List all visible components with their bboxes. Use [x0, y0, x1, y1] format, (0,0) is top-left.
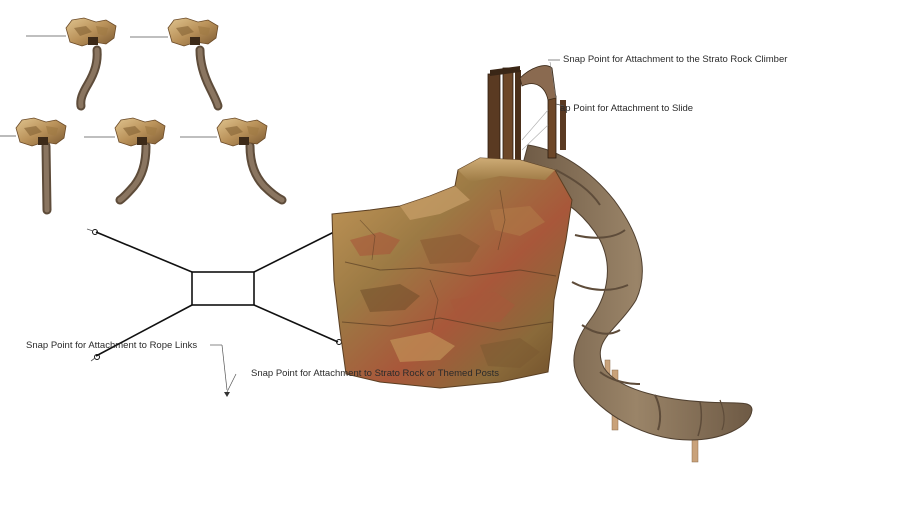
annotation-rope-links: Snap Point for Attachment to Rope Links [26, 340, 198, 351]
rock-slide-variant-1 [26, 17, 117, 111]
rock-slide-variant-5 [180, 117, 287, 205]
tower-frame [487, 65, 566, 165]
rock-slide-variant-2 [130, 17, 223, 111]
leader-lines [210, 59, 565, 397]
annotation-strato-rock-climber: Snap Point for Attachment to the Strato … [563, 54, 788, 65]
spiral-slide [519, 144, 753, 463]
strato-rock-climber [331, 157, 573, 389]
rock-slide-variant-3 [0, 117, 67, 215]
annotation-slide: ap Point for Attachment to Slide [560, 103, 694, 114]
rock-slide-variant-4 [84, 117, 166, 205]
annotation-themed-posts: Snap Point for Attachment to Strato Rock… [251, 368, 500, 379]
